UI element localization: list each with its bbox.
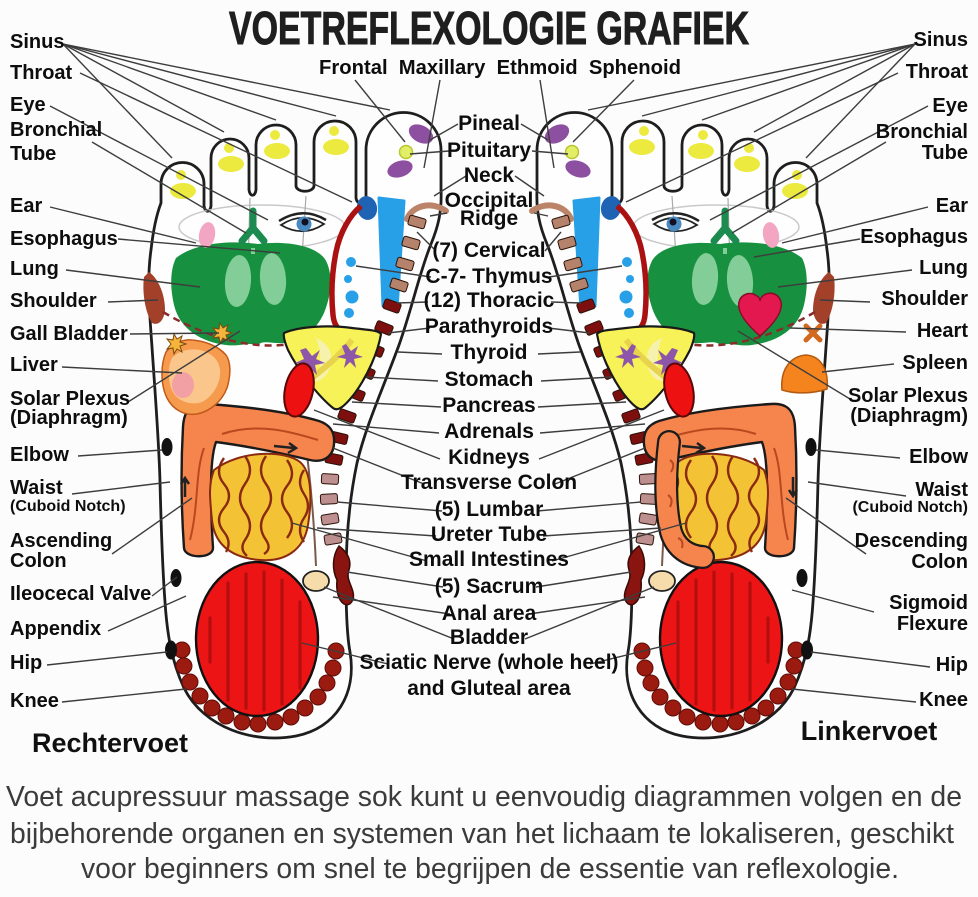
svg-text:Frontal Maxillary Ethmoid S: Frontal Maxillary Ethmoid Sphenoid <box>319 57 681 79</box>
svg-text:Bronchial: Bronchial <box>876 121 968 143</box>
svg-text:Knee: Knee <box>10 690 59 712</box>
svg-text:Lung: Lung <box>10 258 59 280</box>
svg-text:(Cuboid Notch): (Cuboid Notch) <box>852 499 968 516</box>
svg-text:Sciatic Nerve (whole heel): Sciatic Nerve (whole heel) <box>359 651 618 674</box>
svg-text:Tube: Tube <box>922 142 968 164</box>
svg-text:Ureter Tube: Ureter Tube <box>431 523 547 546</box>
svg-text:Sinus: Sinus <box>914 29 968 51</box>
svg-text:Eye: Eye <box>10 94 46 116</box>
svg-text:Voet acupressuur massage sok k: Voet acupressuur massage sok kunt u eenv… <box>6 781 962 813</box>
svg-text:(5) Lumbar: (5) Lumbar <box>435 498 544 521</box>
svg-text:Ridge: Ridge <box>460 207 518 230</box>
svg-text:Stomach: Stomach <box>445 368 534 391</box>
svg-text:(7) Cervical: (7) Cervical <box>432 239 545 262</box>
svg-text:Pancreas: Pancreas <box>442 394 535 417</box>
svg-text:Hip: Hip <box>936 654 968 676</box>
svg-text:Solar Plexus: Solar Plexus <box>848 385 968 407</box>
svg-text:Sigmoid: Sigmoid <box>889 592 968 614</box>
svg-text:(Diaphragm): (Diaphragm) <box>10 407 128 429</box>
svg-text:Shoulder: Shoulder <box>881 288 968 310</box>
svg-text:Small Intestines: Small Intestines <box>409 548 569 571</box>
svg-text:Gall Bladder: Gall Bladder <box>10 323 128 345</box>
svg-text:Ascending: Ascending <box>10 530 112 552</box>
svg-text:Elbow: Elbow <box>10 444 69 466</box>
svg-text:Thyroid: Thyroid <box>451 341 528 364</box>
svg-text:Ear: Ear <box>936 195 968 217</box>
svg-text:Colon: Colon <box>911 551 968 573</box>
svg-text:Kidneys: Kidneys <box>448 446 530 469</box>
svg-text:Hip: Hip <box>10 652 42 674</box>
svg-text:Ear: Ear <box>10 195 42 217</box>
svg-text:Parathyroids: Parathyroids <box>425 315 553 338</box>
svg-text:Anal area: Anal area <box>442 602 537 625</box>
svg-text:VOETREFLEXOLOGIE GRAFIEK: VOETREFLEXOLOGIE GRAFIEK <box>229 2 749 54</box>
svg-text:Spleen: Spleen <box>902 352 968 374</box>
svg-text:and Gluteal area: and Gluteal area <box>407 677 571 700</box>
svg-text:(12) Thoracic: (12) Thoracic <box>424 289 555 312</box>
svg-text:Descending: Descending <box>855 530 968 552</box>
svg-text:Pituitary: Pituitary <box>447 139 531 162</box>
svg-text:Eye: Eye <box>932 95 968 117</box>
svg-text:(Cuboid Notch): (Cuboid Notch) <box>10 498 126 515</box>
svg-text:Bronchial: Bronchial <box>10 119 102 141</box>
svg-text:(5) Sacrum: (5) Sacrum <box>435 575 544 598</box>
svg-text:Shoulder: Shoulder <box>10 290 97 312</box>
svg-text:Sinus: Sinus <box>10 31 64 53</box>
svg-text:Throat: Throat <box>906 61 969 83</box>
svg-text:Esophagus: Esophagus <box>10 228 118 250</box>
svg-text:Waist: Waist <box>915 479 968 501</box>
svg-text:Appendix: Appendix <box>10 618 101 640</box>
svg-text:Solar Plexus: Solar Plexus <box>10 388 130 410</box>
svg-text:C-7- Thymus: C-7- Thymus <box>425 265 552 288</box>
svg-text:bijbehorende organen en system: bijbehorende organen en systemen van het… <box>10 818 954 850</box>
svg-text:Flexure: Flexure <box>897 613 968 635</box>
svg-text:Bladder: Bladder <box>450 626 528 649</box>
svg-text:Waist: Waist <box>10 477 63 499</box>
svg-text:Rechtervoet: Rechtervoet <box>32 728 188 758</box>
svg-text:Neck: Neck <box>464 164 515 187</box>
svg-text:Occipital: Occipital <box>445 189 534 212</box>
svg-text:Tube: Tube <box>10 143 56 165</box>
svg-text:(Diaphragm): (Diaphragm) <box>850 405 968 427</box>
svg-text:Elbow: Elbow <box>909 446 968 468</box>
svg-text:Heart: Heart <box>917 320 968 342</box>
svg-text:voor beginners om snel te begr: voor beginners om snel te begrijpen de e… <box>81 853 899 885</box>
svg-text:Adrenals: Adrenals <box>444 420 534 443</box>
svg-text:Liver: Liver <box>10 354 58 376</box>
svg-text:Throat: Throat <box>10 62 73 84</box>
svg-text:Pineal: Pineal <box>458 112 520 135</box>
svg-text:Linkervoet: Linkervoet <box>801 716 938 746</box>
svg-text:Knee: Knee <box>919 689 968 711</box>
svg-text:Lung: Lung <box>919 257 968 279</box>
svg-text:Transverse Colon: Transverse Colon <box>401 471 577 494</box>
svg-text:Ileocecal Valve: Ileocecal Valve <box>10 583 151 605</box>
svg-text:Colon: Colon <box>10 550 67 572</box>
svg-text:Esophagus: Esophagus <box>860 226 968 248</box>
